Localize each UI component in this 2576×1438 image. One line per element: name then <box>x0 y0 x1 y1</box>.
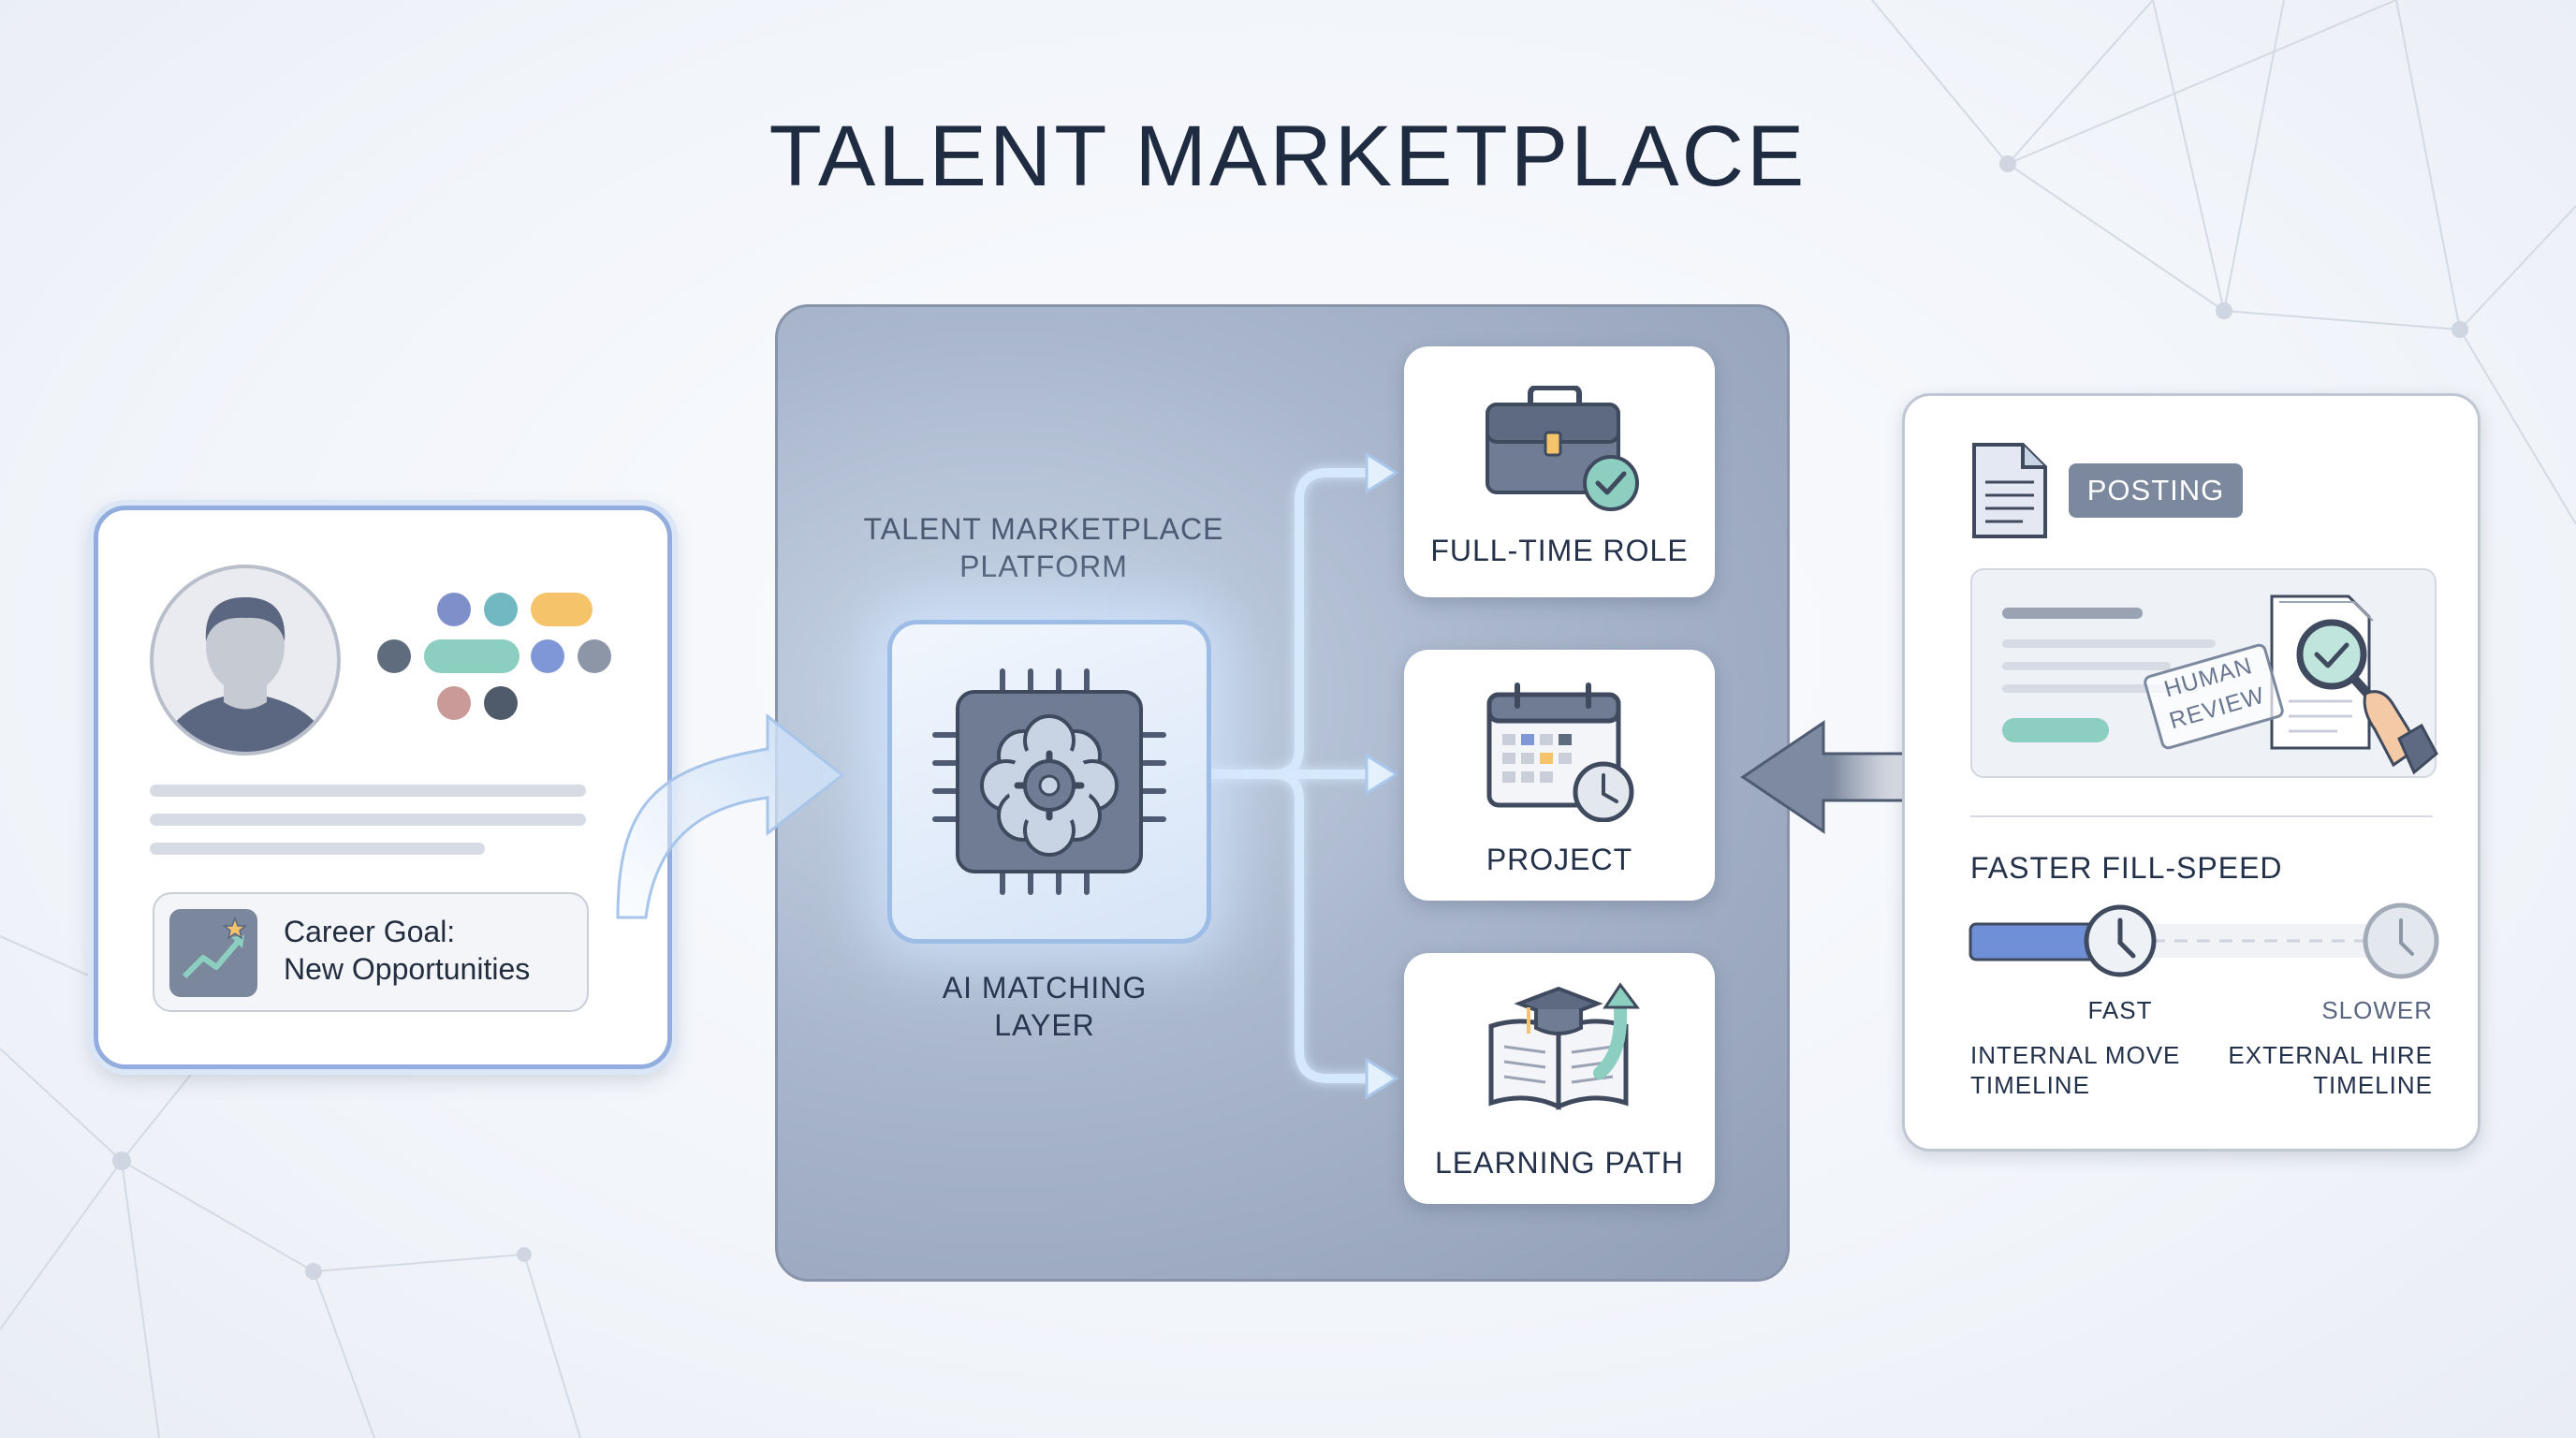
slower-label: SLOWER <box>2321 996 2433 1024</box>
calendar-clock-icon <box>1486 682 1634 822</box>
fill-speed-timeline <box>1969 902 2439 979</box>
platform-label: TALENT MARKETPLACE PLATFORM <box>824 510 1264 585</box>
employee-profile-card: Career Goal: New Opportunities <box>94 506 672 1069</box>
outcome-label: FULL-TIME ROLE <box>1430 534 1689 567</box>
job-posting-panel: POSTING HUMAN REVIEW FASTER FILL-SPEED <box>1902 393 2481 1152</box>
profile-text-line <box>150 843 485 855</box>
external-hire-label: EXTERNAL HIRE TIMELINE <box>2228 1041 2433 1099</box>
branch-arrowhead <box>1365 451 1399 494</box>
book-graduation-icon <box>1488 982 1640 1110</box>
outcome-card-full-time-role: FULL-TIME ROLE <box>1404 346 1715 597</box>
branch-arrowhead <box>1365 753 1399 796</box>
ai-label-line2: LAYER <box>994 1008 1095 1042</box>
career-goal-value: New Opportunities <box>284 952 531 986</box>
career-goal-box: Career Goal: New Opportunities <box>153 892 589 1012</box>
platform-label-line2: PLATFORM <box>959 550 1128 583</box>
ai-to-outcome-branches <box>1205 468 1381 1083</box>
ai-matching-label: AI MATCHING LAYER <box>887 969 1202 1044</box>
growth-star-icon <box>169 909 257 997</box>
platform-label-line1: TALENT MARKETPLACE <box>863 512 1224 546</box>
branch-arrowhead <box>1365 1057 1399 1100</box>
career-goal-label: Career Goal: <box>284 915 456 948</box>
fast-label: FAST <box>2087 996 2153 1024</box>
page-title: TALENT MARKETPLACE <box>768 109 1808 204</box>
profile-to-ai-arrow <box>616 712 845 919</box>
document-icon <box>1972 443 2047 538</box>
ai-chip-brain-icon <box>932 668 1166 895</box>
fill-speed-title: FASTER FILL-SPEED <box>1970 851 2283 885</box>
posting-preview: HUMAN REVIEW <box>1970 568 2438 778</box>
magnifier-check-icon <box>2270 594 2438 775</box>
outcome-card-learning-path: LEARNING PATH <box>1404 953 1715 1204</box>
internal-move-label: INTERNAL MOVE TIMELINE <box>1970 1041 2181 1099</box>
outcome-label: PROJECT <box>1486 843 1633 876</box>
briefcase-check-icon <box>1486 386 1639 511</box>
profile-text-line <box>150 814 586 826</box>
divider <box>1970 815 2433 817</box>
profile-text-line <box>150 785 586 797</box>
outcome-card-project: PROJECT <box>1404 650 1715 901</box>
avatar-icon <box>150 565 341 756</box>
ai-label-line1: AI MATCHING <box>942 971 1148 1005</box>
ai-matching-chip <box>887 620 1211 944</box>
outcome-label: LEARNING PATH <box>1434 1146 1685 1180</box>
posting-badge: POSTING <box>2069 463 2243 518</box>
